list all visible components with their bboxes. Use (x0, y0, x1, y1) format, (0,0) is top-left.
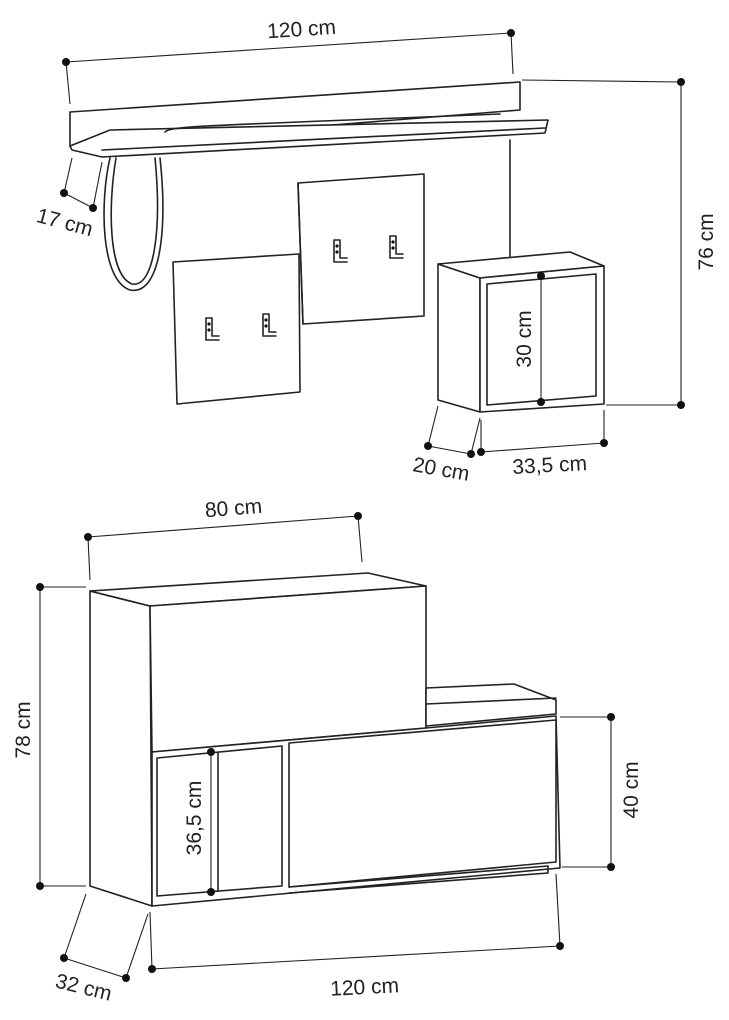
dim-bench-height: 40 cm (560, 713, 643, 871)
cube-shelf (437, 251, 605, 413)
hook-icon (333, 239, 348, 263)
wall-unit (69, 81, 549, 292)
dim-cube-depth: 20 cm (411, 405, 481, 486)
label-wall-width: 120 cm (266, 16, 336, 43)
dim-cabinet-width: 80 cm (84, 495, 363, 581)
dim-cabinet-height: 78 cm (12, 583, 86, 890)
hook-icon (262, 313, 277, 337)
dim-base-width: 120 cm (148, 873, 564, 1001)
label-cube-width: 33,5 cm (512, 452, 588, 479)
label-cube-height: 30 cm (513, 310, 536, 367)
dim-cube-height: 30 cm (513, 272, 545, 406)
label-base-width: 120 cm (330, 974, 400, 1001)
label-cabinet-height: 78 cm (12, 701, 35, 758)
label-cabinet-width: 80 cm (204, 495, 263, 522)
shoe-cabinet (89, 572, 561, 907)
dim-niche-height: 36,5 cm (183, 748, 215, 896)
label-base-depth: 32 cm (53, 970, 114, 1006)
dim-wall-height: 76 cm (521, 78, 718, 409)
hanging-rope (103, 157, 164, 292)
label-shelf-depth: 17 cm (34, 204, 95, 241)
dim-base-depth: 32 cm (53, 893, 149, 1006)
label-wall-height: 76 cm (695, 213, 718, 270)
label-cube-depth: 20 cm (411, 453, 471, 486)
dim-wall-width: 120 cm (62, 16, 515, 105)
shelf-top (69, 119, 549, 158)
hook-panel-front (172, 253, 301, 405)
label-bench-height: 40 cm (620, 761, 643, 818)
label-niche-height: 36,5 cm (183, 781, 206, 856)
dim-cube-width: 33,5 cm (477, 410, 608, 479)
hook-icon (389, 235, 404, 259)
dim-shelf-depth: 17 cm (34, 157, 103, 241)
hook-icon (205, 317, 220, 341)
hook-panel-back (297, 173, 425, 325)
